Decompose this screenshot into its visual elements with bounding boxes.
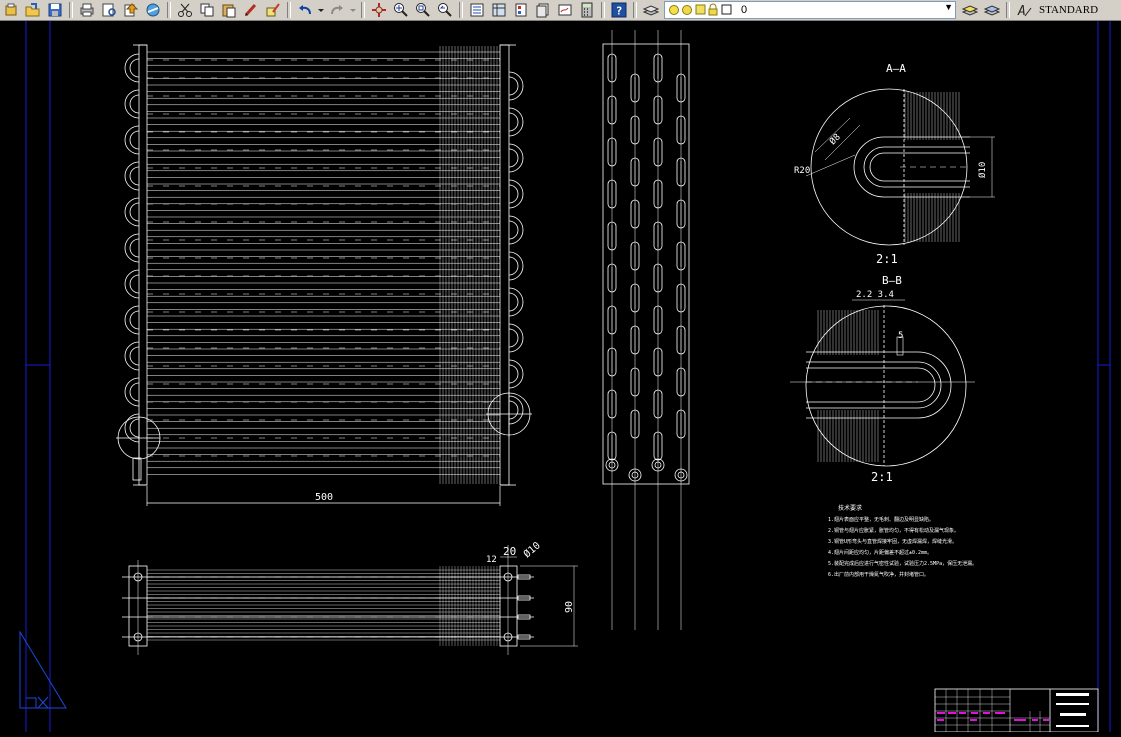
section-bb-detail (790, 299, 975, 467)
layer-freeze-icon (682, 5, 692, 15)
dim-side-top: 20 (503, 545, 516, 558)
notes-title: 技术要求 (838, 504, 862, 512)
zoom-window-icon[interactable] (413, 1, 433, 19)
sheet-set-icon[interactable] (533, 1, 553, 19)
standard-toolbar: ? 0 ▼ A STANDARD (0, 0, 1121, 21)
text-style-name[interactable]: STANDARD (1039, 4, 1099, 16)
block-editor-icon[interactable] (263, 1, 283, 19)
chevron-down-icon[interactable]: ▼ (944, 2, 953, 12)
technical-notes: 技术要求 1.翅片表面应平整，无毛刺、翻边及明显缺陷。 2.铜管与翅片应胀紧，胀… (828, 504, 977, 578)
pan-icon[interactable] (369, 1, 389, 19)
svg-text:?: ? (616, 5, 623, 18)
drawing-canvas[interactable]: 500 20 12 Ø10 90 A—A 2:1 Ø8 Ø10 R20 B—B … (0, 21, 1121, 733)
layer-vp-freeze-icon (695, 4, 706, 15)
side-view (602, 30, 690, 630)
redo-icon[interactable] (327, 1, 347, 19)
plot-preview-icon[interactable] (99, 1, 119, 19)
dim-bb-5: 5 (898, 331, 903, 341)
dim-dia-label: Ø10 (521, 539, 543, 560)
dim-height-label: 90 (564, 601, 575, 613)
redo-dropdown-icon[interactable] (349, 1, 357, 19)
help-icon[interactable]: ? (609, 1, 629, 19)
section-bb-title: B—B (882, 274, 902, 287)
note-line: 4.翅片间距应均匀，片距偏差不超过±0.2mm。 (828, 549, 932, 556)
ucs-icon (19, 630, 67, 709)
dim-bb-top: 2.2 3.4 (856, 290, 894, 300)
layer-lock-icon (709, 3, 717, 9)
note-line: 5.装配完成后应进行气密性试验，试验压力2.5MPa，保压无泄漏。 (828, 560, 977, 567)
note-line: 3.铜管U形弯头与直管焊接牢固，无虚焊漏焊，焊缝光滑。 (828, 538, 957, 545)
layer-previous-icon[interactable] (982, 1, 1002, 19)
layer-on-icon (669, 5, 679, 15)
dim-aa-r: R20 (794, 166, 810, 176)
publish-3d-icon[interactable] (143, 1, 163, 19)
make-layer-current-icon[interactable] (960, 1, 980, 19)
print-icon[interactable] (77, 1, 97, 19)
drawing-border (25, 21, 1111, 732)
section-bb-scale: 2:1 (871, 470, 893, 484)
save-icon[interactable] (45, 1, 65, 19)
undo-dropdown-icon[interactable] (317, 1, 325, 19)
publish-icon[interactable] (121, 1, 141, 19)
dim-width-label: 500 (315, 492, 333, 503)
note-line: 2.铜管与翅片应胀紧，胀管均匀，不得有松动及漏气现象。 (828, 527, 959, 534)
properties-icon[interactable] (467, 1, 487, 19)
title-block (934, 688, 1099, 733)
section-aa-title: A—A (886, 62, 906, 75)
markup-icon[interactable] (555, 1, 575, 19)
front-view (116, 44, 532, 486)
open-icon[interactable] (1, 1, 21, 19)
tool-palettes-icon[interactable] (511, 1, 531, 19)
undo-icon[interactable] (295, 1, 315, 19)
dim-side-small: 12 (486, 555, 497, 565)
text-style-icon[interactable]: A (1014, 1, 1034, 19)
copy-icon[interactable] (197, 1, 217, 19)
open-folder-icon[interactable] (23, 1, 43, 19)
svg-text:A: A (1017, 4, 1026, 18)
model-space[interactable]: 500 20 12 Ø10 90 A—A 2:1 Ø8 Ø10 R20 B—B … (0, 21, 1121, 733)
cut-icon[interactable] (175, 1, 195, 19)
design-center-icon[interactable] (489, 1, 509, 19)
bottom-view (122, 545, 578, 655)
section-aa-detail (805, 88, 995, 246)
layer-color-icon (721, 4, 732, 15)
section-aa-scale: 2:1 (876, 252, 898, 266)
match-properties-icon[interactable] (241, 1, 261, 19)
paste-icon[interactable] (219, 1, 239, 19)
dim-aa-b: Ø10 (977, 162, 988, 178)
note-line: 1.翅片表面应平整，无毛刺、翻边及明显缺陷。 (828, 516, 934, 523)
layer-manager-icon[interactable] (641, 1, 661, 19)
layer-name: 0 (741, 4, 748, 16)
zoom-previous-icon[interactable] (435, 1, 455, 19)
layer-dropdown[interactable]: 0 ▼ (664, 1, 956, 19)
note-line: 6.出厂前内部用干燥氮气吹净，并封堵管口。 (828, 571, 929, 578)
calculator-icon[interactable] (577, 1, 597, 19)
zoom-realtime-icon[interactable] (391, 1, 411, 19)
